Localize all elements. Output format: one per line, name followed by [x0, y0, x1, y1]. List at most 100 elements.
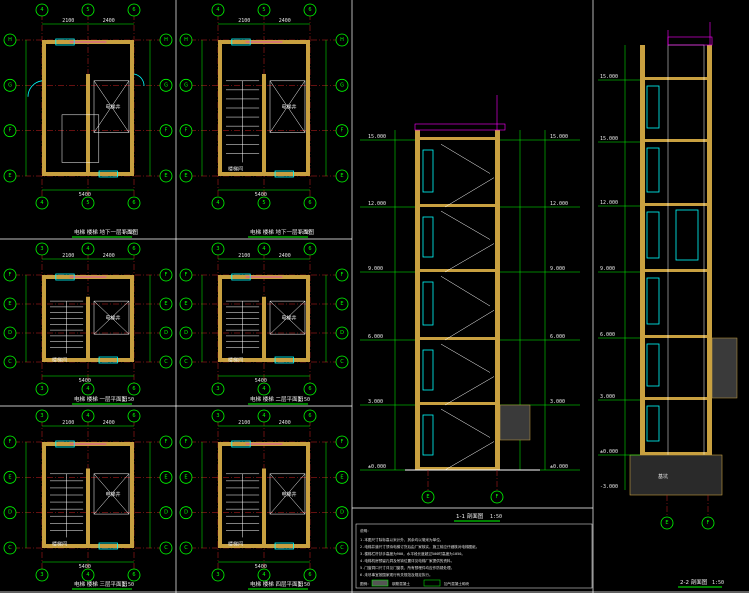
axis-left-bubble [3, 33, 17, 47]
axis-left-bubble-label: D [8, 330, 12, 336]
axis-right-bubble-label: C [164, 545, 168, 551]
axis-right-bubble [335, 169, 349, 183]
axis-top-bubble [211, 242, 225, 256]
axis-left-bubble-label: E [8, 474, 11, 480]
axis-left-bubble [3, 541, 17, 555]
dim-label: 2400 [279, 253, 291, 259]
axis-right-bubble-label: C [340, 359, 344, 365]
axis-left-bubble [179, 268, 193, 282]
axis-bottom-bubble-label: 5 [86, 200, 89, 206]
axis-left-bubble-label: G [8, 82, 12, 88]
axis-left-bubble-label: F [185, 439, 188, 445]
level-mark: 15.000 [600, 136, 618, 142]
axis-bottom-bubble-label: 6 [308, 200, 311, 206]
note-line-3: 3.楼梯栏杆扶手高度为900，水平段长度超过500时高度为1050。 [360, 551, 465, 556]
elevator-label: 电梯井 [105, 104, 120, 111]
axis-top-bubble [127, 409, 141, 423]
axis-right-bubble [159, 326, 173, 340]
dim-label: 5400 [79, 378, 91, 384]
axis-top-bubble-label: 6 [308, 7, 311, 13]
elevator-shaft [93, 473, 130, 515]
axis-top-bubble-label: 5 [86, 7, 89, 13]
elevator-hoistway [667, 44, 705, 491]
axis-right-bubble [159, 169, 173, 183]
axis-bottom-bubble-label: 6 [308, 386, 311, 392]
axis-left-bubble-label: F [9, 128, 12, 134]
panel-title-2: 电梯 楼梯 地下一层平面图 [250, 228, 314, 236]
stair-label: 楼梯间 [52, 540, 67, 547]
axis-right-bubble [335, 78, 349, 92]
axis-top-bubble-label: 6 [132, 7, 135, 13]
stair-flights [226, 473, 260, 538]
axis-right-bubble-label: E [164, 301, 167, 307]
section-1-axis-f-bubble-label: F [496, 494, 499, 500]
axis-bottom-bubble [127, 382, 141, 396]
axis-bottom-bubble-label: 6 [132, 200, 135, 206]
title-underlines [72, 236, 722, 590]
axis-top-bubble [303, 242, 317, 256]
axis-bottom-bubble [35, 568, 49, 582]
panel-title-6: 电梯 楼梯 四层平面图 [250, 580, 303, 588]
axis-bottom-bubble [127, 568, 141, 582]
dim-label: 2100 [238, 420, 250, 426]
section-2-axis-f-bubble [701, 516, 715, 530]
axis-left-bubble [179, 470, 193, 484]
level-mark: 3.000 [600, 394, 615, 400]
axis-right-bubble-label: D [164, 510, 168, 516]
panel-scale-3: 1:50 [122, 397, 134, 403]
axis-right-bubble [159, 268, 173, 282]
axis-right-bubble-label: E [340, 474, 343, 480]
axis-left-bubble-label: H [184, 37, 188, 43]
notes-heading: 说明： [360, 528, 371, 533]
axis-top-bubble [257, 3, 271, 17]
axis-right-bubble [159, 541, 173, 555]
axis-left-bubble-label: D [184, 510, 188, 516]
elevator-label: 电梯井 [105, 315, 120, 322]
axis-bottom-bubble-label: 4 [262, 572, 265, 578]
dim-label: 2400 [103, 18, 115, 24]
axis-left-bubble [3, 435, 17, 449]
dim-label: 2100 [62, 18, 74, 24]
axis-left-bubble-label: E [184, 301, 187, 307]
elevator-shaft [269, 473, 306, 515]
axis-left-bubble [3, 124, 17, 138]
axis-top-bubble-label: 6 [132, 413, 135, 419]
axis-bottom-bubble-label: 6 [308, 572, 311, 578]
elevator-label: 电梯井 [281, 491, 296, 498]
axis-left-bubble [179, 297, 193, 311]
axis-left-bubble [179, 33, 193, 47]
axis-right-bubble-label: E [164, 474, 167, 480]
axis-right-bubble-label: F [165, 439, 168, 445]
axis-bottom-bubble [211, 568, 225, 582]
axis-bottom-bubble-label: 6 [132, 572, 135, 578]
axis-left-bubble-label: E [8, 301, 11, 307]
axis-right-bubble-label: G [340, 82, 344, 88]
axis-bottom-bubble [303, 196, 317, 210]
axis-top-bubble [35, 242, 49, 256]
note-line-6: 6.未尽事宜按国家现行有关规范及规定执行。 [360, 572, 433, 577]
section-title-1: 1-1 剖面图 [456, 512, 484, 520]
general-notes: 说明： 1.本图尺寸除标高以米计外，其余均以毫米为单位。 2.电梯井道尺寸须待电… [355, 523, 593, 589]
axis-right-bubble [159, 33, 173, 47]
dim-label: 2400 [103, 253, 115, 259]
level-mark: -3.000 [600, 484, 618, 490]
elevator-shaft [269, 80, 306, 133]
axis-right-bubble [335, 326, 349, 340]
elevator-label: 电梯井 [281, 104, 296, 111]
level-mark: 3.000 [368, 399, 383, 405]
stair-flights [50, 473, 84, 538]
axis-top-bubble-label: 6 [308, 246, 311, 252]
elevator-label: 电梯井 [281, 315, 296, 322]
axis-left-bubble [3, 169, 17, 183]
panel-title-4: 电梯 楼梯 二层平面图 [250, 395, 303, 403]
section-2-axis-e-bubble-label: E [665, 520, 668, 526]
axis-right-bubble-label: E [340, 301, 343, 307]
dim-label: 2100 [62, 420, 74, 426]
axis-bottom-bubble-label: 4 [216, 200, 219, 206]
axis-top-bubble-label: 4 [40, 7, 43, 13]
axis-left-bubble-label: H [8, 37, 12, 43]
panel-scale-4: 1:50 [298, 397, 310, 403]
